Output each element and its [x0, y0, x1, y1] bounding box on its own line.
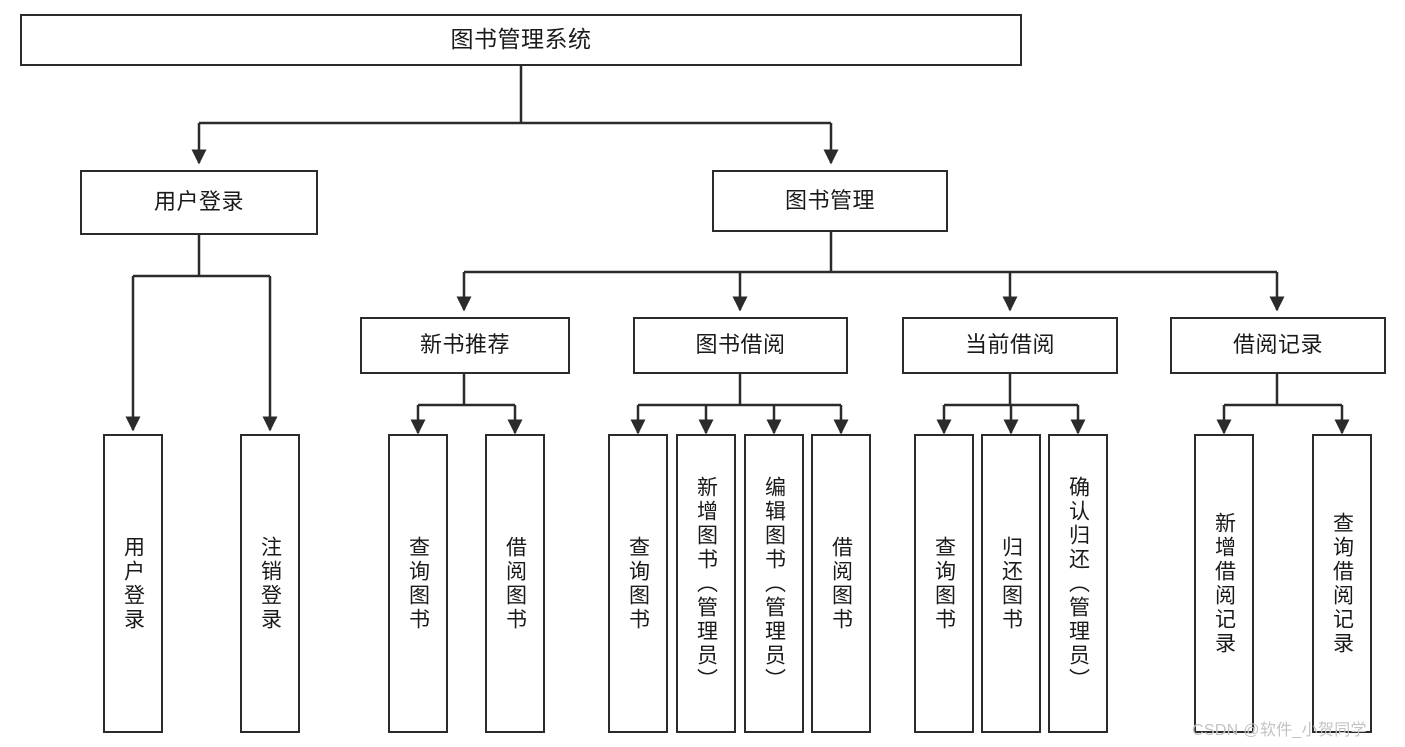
node-current-borrow[interactable]: 当前借阅: [902, 317, 1118, 374]
node-label: 图书管理系统: [450, 26, 592, 53]
node-book-manage[interactable]: 图书管理: [712, 170, 948, 232]
leaf-confirm-return[interactable]: 确认归还（管理员）: [1048, 434, 1108, 733]
leaf-query-book-1[interactable]: 查询图书: [388, 434, 448, 733]
node-label: 新增图书（管理员）: [694, 475, 718, 692]
node-book-borrow[interactable]: 图书借阅: [633, 317, 848, 374]
node-label: 新增借阅记录: [1212, 511, 1236, 656]
node-new-book-recommend[interactable]: 新书推荐: [360, 317, 570, 374]
leaf-return-book[interactable]: 归还图书: [981, 434, 1041, 733]
node-label: 查询借阅记录: [1330, 511, 1354, 656]
leaf-query-book-2[interactable]: 查询图书: [608, 434, 668, 733]
csdn-watermark: CSDN @软件_小贺同学: [1192, 722, 1367, 739]
node-label: 借阅图书: [503, 535, 527, 632]
node-label: 借阅记录: [1232, 332, 1323, 358]
node-user-login[interactable]: 用户登录: [80, 170, 318, 235]
node-label: 借阅图书: [829, 535, 853, 632]
node-label: 新书推荐: [419, 332, 510, 358]
node-label: 图书管理: [784, 187, 875, 213]
node-label: 归还图书: [999, 535, 1023, 632]
leaf-add-book[interactable]: 新增图书（管理员）: [676, 434, 736, 733]
leaf-borrow-book-2[interactable]: 借阅图书: [811, 434, 871, 733]
node-borrow-record[interactable]: 借阅记录: [1170, 317, 1386, 374]
node-label: 确认归还（管理员）: [1066, 475, 1090, 692]
leaf-query-book-3[interactable]: 查询图书: [914, 434, 974, 733]
leaf-query-record[interactable]: 查询借阅记录: [1312, 434, 1372, 733]
leaf-user-login[interactable]: 用户登录: [103, 434, 163, 733]
node-label: 查询图书: [932, 535, 956, 632]
node-label: 编辑图书（管理员）: [762, 475, 786, 692]
node-label: 用户登录: [153, 189, 244, 215]
node-label: 注销登录: [258, 535, 282, 632]
leaf-borrow-book-1[interactable]: 借阅图书: [485, 434, 545, 733]
leaf-logout-login[interactable]: 注销登录: [240, 434, 300, 733]
node-label: 查询图书: [406, 535, 430, 632]
node-label: 查询图书: [626, 535, 650, 632]
node-label: 用户登录: [121, 535, 145, 632]
node-label: 当前借阅: [964, 332, 1055, 358]
node-root-system[interactable]: 图书管理系统: [20, 14, 1022, 66]
leaf-add-record[interactable]: 新增借阅记录: [1194, 434, 1254, 733]
leaf-edit-book[interactable]: 编辑图书（管理员）: [744, 434, 804, 733]
node-label: 图书借阅: [695, 332, 786, 358]
